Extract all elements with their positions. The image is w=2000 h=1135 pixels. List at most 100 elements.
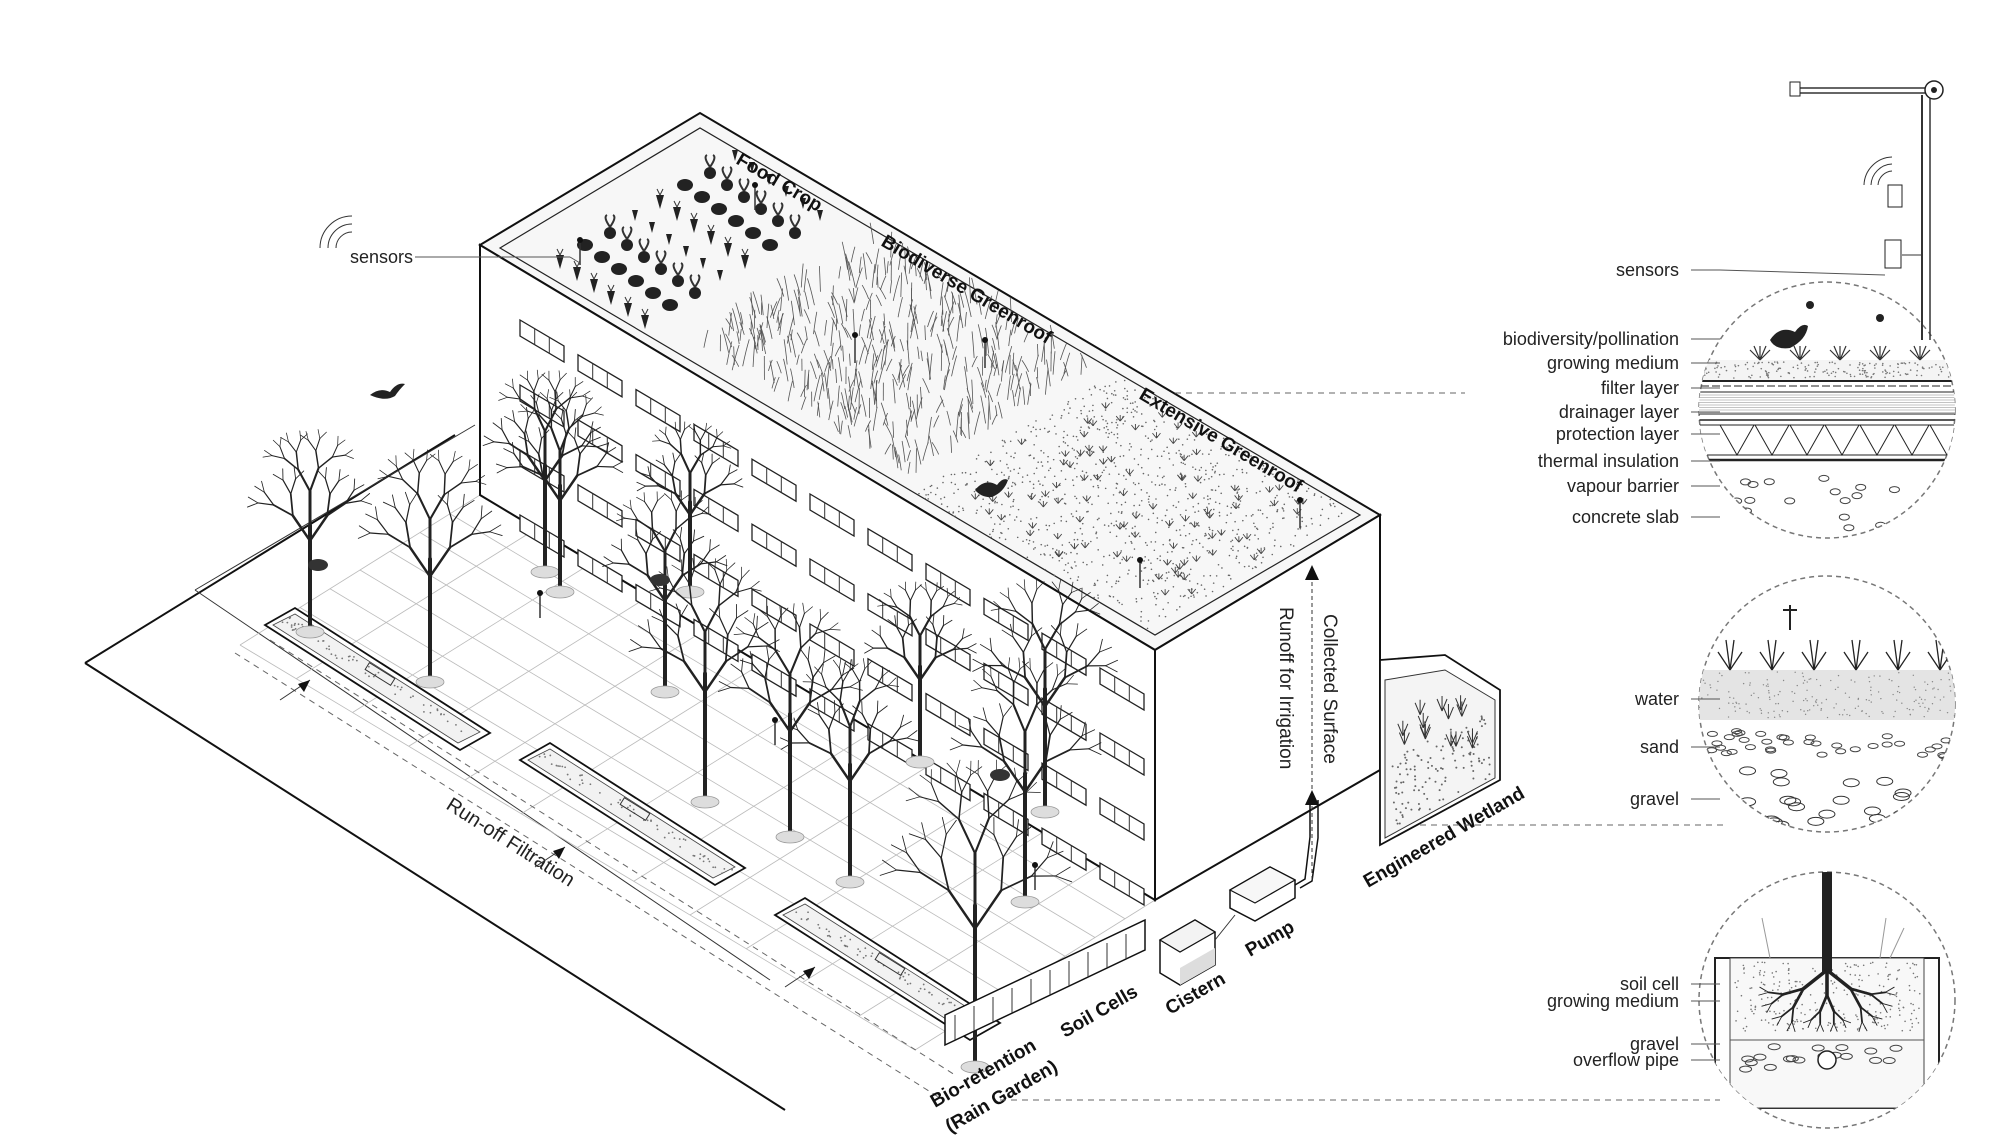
- beet-icon: [638, 251, 650, 263]
- section-label: vapour barrier: [1567, 476, 1679, 496]
- carrot-icon: [666, 234, 672, 245]
- reed-icon: [1801, 639, 1827, 671]
- drain-grate: [364, 661, 396, 687]
- beet-icon: [655, 263, 667, 275]
- tomato-icon: [645, 287, 661, 299]
- reed-icon: [1843, 639, 1869, 671]
- tomato-icon: [762, 239, 778, 251]
- carrot-icon: [741, 255, 749, 269]
- carrot-icon: [717, 270, 723, 281]
- reed-icon: [1927, 639, 1953, 671]
- wifi-icon: [1863, 156, 1893, 186]
- tomato-icon: [745, 227, 761, 239]
- section-label: concrete slab: [1572, 507, 1679, 527]
- tomato-icon: [628, 275, 644, 287]
- arrow-icon: [279, 679, 816, 988]
- label-runoff-irrigation: Runoff for Irrigation: [1275, 607, 1296, 769]
- drain-grate: [619, 796, 651, 822]
- soil-cells: [944, 918, 1146, 1047]
- carrot-icon: [649, 222, 655, 233]
- carrot-icon: [573, 267, 581, 281]
- label-pump: Pump: [1242, 917, 1298, 962]
- tree-icon: [864, 581, 977, 769]
- tree-icon: [879, 759, 1073, 1074]
- tree-icon: [495, 389, 624, 599]
- cistern: [1158, 919, 1217, 986]
- beet-icon: [772, 215, 784, 227]
- tree-icon: [247, 429, 373, 639]
- beet-icon: [621, 239, 633, 251]
- tree-icon: [780, 657, 920, 889]
- tree-trunk: [1822, 872, 1832, 972]
- roof-food-crop: [556, 150, 823, 329]
- section-label: sensors: [1616, 260, 1679, 280]
- beet-icon: [689, 287, 701, 299]
- section-label: drainager layer: [1559, 402, 1679, 422]
- tree-icon: [482, 369, 609, 579]
- reed-icon: [1717, 639, 1743, 671]
- bird-nest-icon: [990, 769, 1010, 781]
- label-collected-surface: Collected Surface: [1319, 614, 1340, 764]
- roof-extensive-greenroof: [918, 379, 1343, 630]
- bird-icon: [370, 383, 405, 399]
- tomato-icon: [611, 263, 627, 275]
- section-label: filter layer: [1601, 378, 1679, 398]
- carrot-icon: [800, 198, 806, 209]
- bird-nest-icon: [650, 574, 670, 586]
- carrot-icon: [624, 303, 632, 317]
- carrot-icon: [817, 210, 823, 221]
- carrot-icon: [724, 243, 732, 257]
- section-label: growing medium: [1547, 353, 1679, 373]
- connector-lines: [1000, 392, 1725, 1101]
- plant-icon: [1869, 345, 1891, 361]
- tomato-icon: [728, 215, 744, 227]
- trees: [247, 369, 1119, 1074]
- carrot-icon: [556, 255, 564, 269]
- carrot-icon: [707, 231, 715, 245]
- plant-icon: [1789, 345, 1811, 361]
- beet-icon: [721, 179, 733, 191]
- section-label: sand: [1640, 737, 1679, 757]
- label-soil-cells: Soil Cells: [1057, 981, 1142, 1042]
- bee-icon: [1806, 301, 1814, 309]
- plant-icon: [1909, 345, 1931, 361]
- beet-icon: [789, 227, 801, 239]
- section-label: water: [1634, 689, 1679, 709]
- tree-icon: [949, 657, 1102, 909]
- carrot-icon: [641, 315, 649, 329]
- tree-icon: [636, 421, 744, 599]
- collected-surface-flow: Collected Surface Runoff for Irrigation: [1275, 565, 1340, 880]
- dragonfly-icon: [1783, 605, 1797, 630]
- carrot-icon: [590, 279, 598, 293]
- overflow-pipe-icon: [1817, 1050, 1837, 1070]
- carrot-icon: [656, 195, 664, 209]
- plant-icon: [1749, 345, 1771, 361]
- tomato-icon: [662, 299, 678, 311]
- plant-icon: [1829, 345, 1851, 361]
- bird-icon: [1770, 324, 1808, 349]
- label-sensors-left: sensors: [350, 247, 413, 267]
- tomato-icon: [677, 179, 693, 191]
- wifi-icon: [319, 215, 353, 249]
- carrot-icon: [749, 162, 755, 173]
- tree-icon: [357, 448, 503, 689]
- carrot-icon: [607, 291, 615, 305]
- beet-icon: [604, 227, 616, 239]
- carrot-icon: [690, 219, 698, 233]
- carrot-icon: [783, 186, 789, 197]
- section-label: growing medium: [1547, 991, 1679, 1011]
- carrot-icon: [732, 150, 738, 161]
- tomato-icon: [694, 191, 710, 203]
- beet-icon: [738, 191, 750, 203]
- tree-icon: [628, 557, 780, 809]
- reed-icon: [1759, 639, 1785, 671]
- section-label: thermal insulation: [1538, 451, 1679, 471]
- bird-nest-icon: [308, 559, 328, 571]
- reed-icon: [1885, 639, 1911, 671]
- engineered-wetland: Engineered Wetland: [1360, 654, 1528, 892]
- tree-icon: [717, 602, 863, 844]
